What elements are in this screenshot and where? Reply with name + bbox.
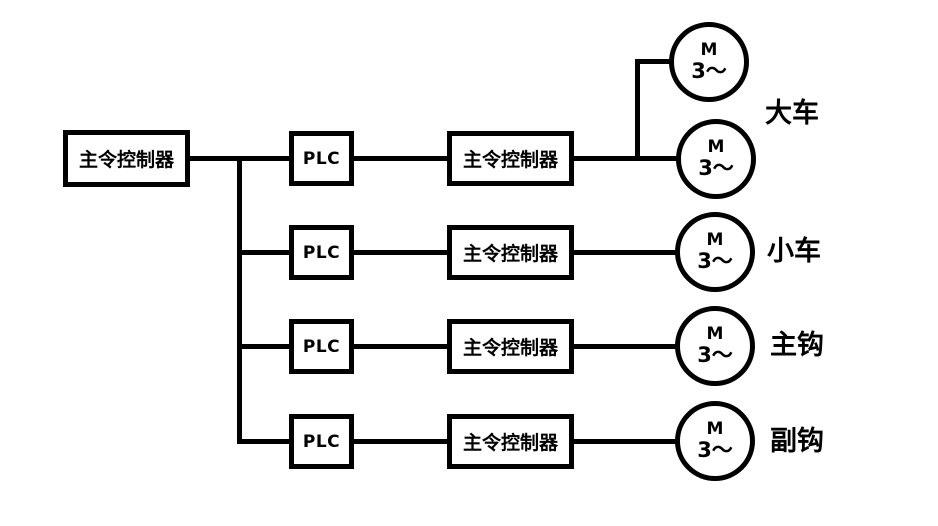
plc-label: PLC	[302, 336, 341, 357]
group-label-xiaoche: 小车	[767, 236, 821, 267]
controller-box-row1: 主令控制器	[447, 131, 574, 186]
controller-label: 主令控制器	[462, 432, 558, 454]
controller-label: 主令控制器	[462, 243, 558, 265]
master-controller-label: 主令控制器	[78, 149, 174, 171]
connector-line	[237, 156, 242, 444]
motor-circle-row1-top: M 3～	[669, 22, 749, 102]
motor-phase-label: 3～	[691, 59, 727, 83]
connector-line	[237, 344, 292, 349]
connector-line	[635, 59, 673, 64]
motor-phase-label: 3～	[697, 438, 733, 462]
connector-line	[352, 439, 449, 444]
connector-line	[572, 439, 679, 444]
connector-line	[352, 156, 449, 161]
motor-symbol: M	[700, 40, 718, 60]
controller-label: 主令控制器	[462, 337, 558, 359]
group-label-fugou: 副钩	[770, 426, 824, 457]
connector-line	[237, 439, 292, 444]
motor-phase-label: 3～	[697, 343, 733, 367]
motor-circle-row4: M 3～	[675, 401, 755, 481]
connector-line	[635, 59, 640, 161]
plc-label: PLC	[302, 242, 341, 263]
plc-label: PLC	[302, 431, 341, 452]
connector-line	[572, 250, 679, 255]
connector-line	[572, 156, 680, 161]
plc-box-row4: PLC	[289, 414, 354, 469]
motor-phase-label: 3～	[698, 156, 734, 180]
motor-phase-label: 3～	[697, 249, 733, 273]
plc-label: PLC	[302, 148, 341, 169]
plc-box-row2: PLC	[289, 225, 354, 280]
group-label-zhugou: 主钩	[770, 330, 824, 361]
motor-circle-row3: M 3～	[675, 306, 755, 386]
motor-circle-row2: M 3～	[675, 212, 755, 292]
motor-symbol: M	[706, 419, 724, 439]
motor-symbol: M	[706, 230, 724, 250]
connector-line	[572, 344, 679, 349]
motor-circle-row1-bottom: M 3～	[676, 119, 756, 199]
controller-box-row2: 主令控制器	[447, 225, 574, 280]
motor-symbol: M	[707, 137, 725, 157]
controller-box-row3: 主令控制器	[447, 319, 574, 374]
plc-box-row3: PLC	[289, 319, 354, 374]
motor-symbol: M	[706, 324, 724, 344]
master-controller-box: 主令控制器	[63, 130, 190, 187]
group-label-dache: 大车	[765, 98, 819, 129]
connector-line	[352, 250, 449, 255]
controller-label: 主令控制器	[462, 149, 558, 171]
connector-line	[352, 344, 449, 349]
plc-box-row1: PLC	[289, 131, 354, 186]
connector-line	[237, 250, 292, 255]
controller-box-row4: 主令控制器	[447, 414, 574, 469]
